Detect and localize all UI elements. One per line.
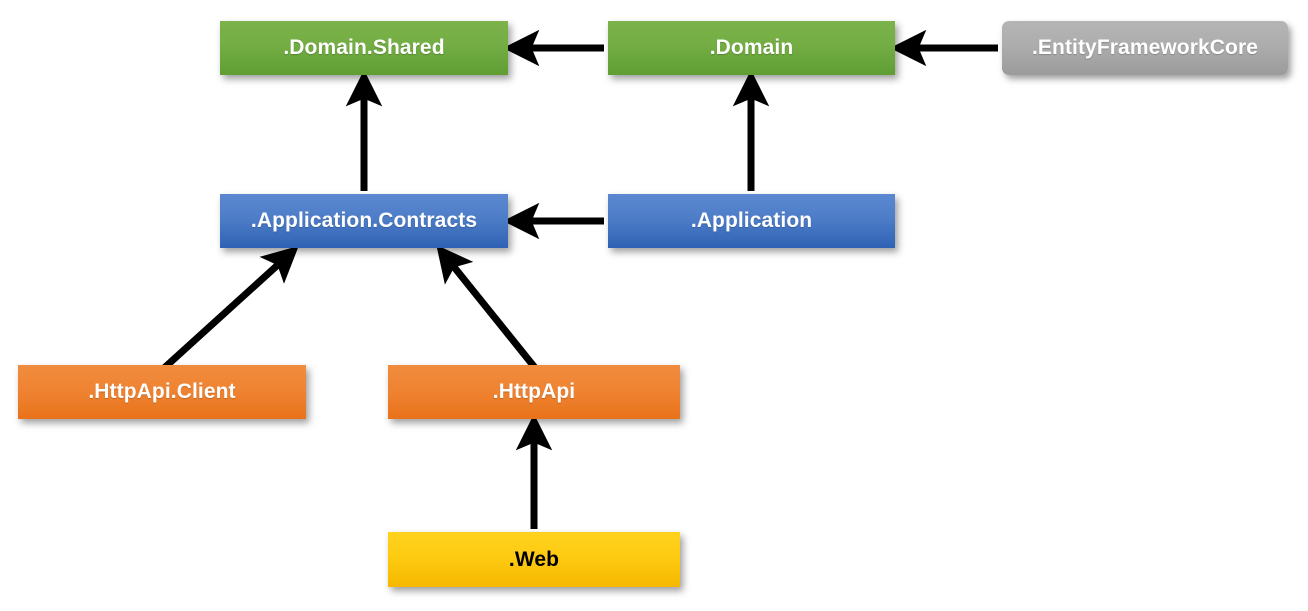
arrow-httpapi-client-to-application-contracts xyxy=(160,245,299,372)
node-label: .Application.Contracts xyxy=(250,209,478,232)
arrow-httpapi-to-application-contracts xyxy=(436,244,539,372)
node-label: .Application xyxy=(690,209,813,232)
node-domain[interactable]: .Domain xyxy=(608,21,895,75)
node-httpapi[interactable]: .HttpApi xyxy=(388,365,680,419)
node-label: .EntityFrameworkCore xyxy=(1031,36,1259,59)
node-domain-shared[interactable]: .Domain.Shared xyxy=(220,21,508,75)
node-application-contracts[interactable]: .Application.Contracts xyxy=(220,194,508,248)
node-label: .HttpApi xyxy=(492,380,576,403)
node-entity-framework-core[interactable]: .EntityFrameworkCore xyxy=(1002,21,1288,75)
node-label: .Domain xyxy=(709,36,794,59)
node-web[interactable]: .Web xyxy=(388,532,680,587)
node-httpapi-client[interactable]: .HttpApi.Client xyxy=(18,365,306,419)
node-label: .Web xyxy=(508,547,560,571)
node-application[interactable]: .Application xyxy=(608,194,895,248)
node-label: .HttpApi.Client xyxy=(88,380,236,403)
node-label: .Domain.Shared xyxy=(283,36,445,59)
